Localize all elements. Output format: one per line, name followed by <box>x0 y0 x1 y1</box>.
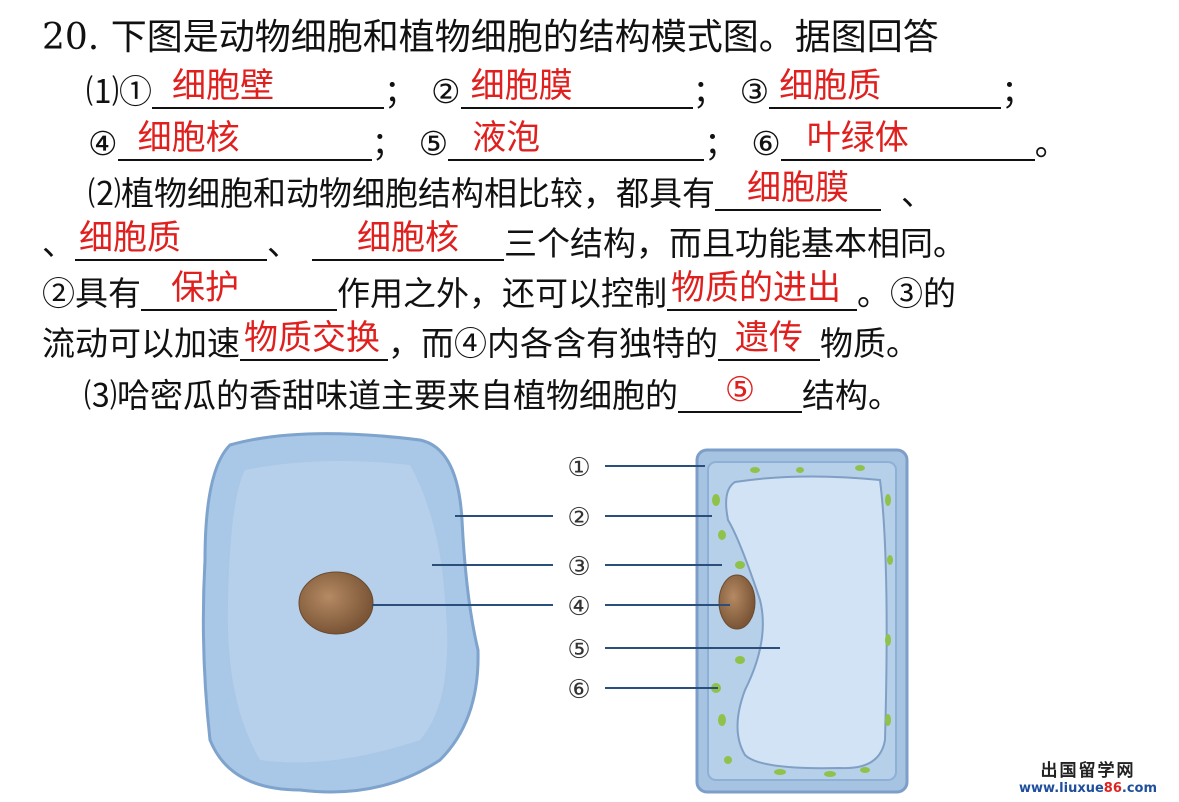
answer-blank: 细胞膜 <box>715 169 881 211</box>
label-num: ③ <box>739 72 770 111</box>
answer-blank: 细胞核 <box>117 119 372 161</box>
answer-blank: 保护 <box>141 269 337 311</box>
part2-row3: ②具有保护 作用之外，还可以控制物质的进出。③的 <box>42 269 956 316</box>
answer-blank: 细胞壁 <box>152 67 384 109</box>
answer-blank: 细胞核 <box>312 219 504 261</box>
static-text: ⑶哈密瓜的香甜味道主要来自植物细胞的 <box>84 376 678 415</box>
answer-text: 细胞质 <box>779 67 882 105</box>
leader-lines <box>372 465 780 689</box>
answer-text: 细胞壁 <box>172 67 274 105</box>
answer-text: 细胞核 <box>137 119 240 157</box>
answer-text: 细胞膜 <box>470 67 573 105</box>
static-text: 。③的 <box>857 274 956 313</box>
answer-blank: 物质交换 <box>240 319 388 361</box>
part3-row: ⑶哈密瓜的香甜味道主要来自植物细胞的 ⑤ 结构。 <box>84 371 901 418</box>
diagram-label-6: ⑥ <box>567 675 590 705</box>
part2-row2: 、细胞质、细胞核三个结构，而且功能基本相同。 <box>42 219 966 266</box>
answer-blank: 叶绿体 <box>780 119 1035 161</box>
static-text: 结构。 <box>802 376 901 415</box>
answer-blank: ⑤ <box>678 371 802 413</box>
label-num: ② <box>431 72 461 111</box>
label-num: ① <box>119 72 152 111</box>
static-text: 作用之外，还可以控制 <box>337 274 667 313</box>
label-num: ④ <box>88 124 118 163</box>
chloroplasts <box>711 465 893 777</box>
answer-text: 遗传 <box>735 319 803 357</box>
question-title: 20. 下图是动物细胞和植物细胞的结构模式图。据图回答 <box>42 17 939 58</box>
separator: 、 <box>901 174 934 213</box>
part1-row2: ④ 细胞核 ； ⑤ 液泡 ； ⑥ 叶绿体 。 <box>88 119 1068 166</box>
plant-nucleus <box>718 574 756 630</box>
watermark-title: 出国留学网 <box>1040 761 1136 781</box>
watermark: 出国留学网 www.liuxue86.com <box>1019 756 1157 796</box>
answer-text: 物质的进出 <box>671 269 841 307</box>
diagram-label-2: ② <box>567 503 590 533</box>
diagram-label-5: ⑤ <box>567 635 590 665</box>
answer-blank: 细胞质 <box>769 67 1002 109</box>
part1-prefix: ⑴ <box>86 72 119 111</box>
label-num: ⑥ <box>751 124 781 163</box>
answer-text: 物质交换 <box>244 319 380 357</box>
part2-row1: ⑵植物细胞和动物细胞结构相比较，都具有细胞膜 、 <box>88 169 934 216</box>
answer-blank: 细胞质 <box>75 219 267 261</box>
separator: 、 <box>42 224 75 263</box>
separator: ； <box>692 72 726 111</box>
diagram-label-4: ④ <box>567 592 590 622</box>
static-text: ⑵植物细胞和动物细胞结构相比较，都具有 <box>88 174 715 213</box>
answer-text: 叶绿体 <box>806 119 909 157</box>
answer-blank: 遗传 <box>718 319 820 361</box>
static-text: 三个结构，而且功能基本相同。 <box>504 224 966 263</box>
static-text: ②具有 <box>42 274 141 313</box>
answer-text: 细胞核 <box>357 219 459 257</box>
separator: 。 <box>1034 124 1068 163</box>
separator: ； <box>371 124 405 163</box>
plant-vacuole <box>725 475 888 770</box>
url-part: .com <box>1121 781 1157 796</box>
watermark-url: www.liuxue86.com <box>1019 781 1157 796</box>
separator: 、 <box>267 224 300 263</box>
answer-text: 细胞质 <box>79 219 181 257</box>
static-text: 物质。 <box>820 324 919 363</box>
answer-blank: 物质的进出 <box>667 269 857 311</box>
answer-blank: 细胞膜 <box>460 67 693 109</box>
static-text: ，而④内各含有独特的 <box>388 324 718 363</box>
diagram-label-3: ③ <box>567 552 590 582</box>
answer-text: 保护 <box>171 269 239 307</box>
part2-row4: 流动可以加速物质交换，而④内各含有独特的遗传物质。 <box>42 319 919 366</box>
label-num: ⑤ <box>418 124 449 163</box>
answer-text: ⑤ <box>724 371 756 409</box>
answer-text: 细胞膜 <box>747 169 849 207</box>
answer-blank: 液泡 <box>448 119 705 161</box>
static-text: 流动可以加速 <box>42 324 240 363</box>
animal-nucleus <box>298 571 374 635</box>
separator: ； <box>384 72 417 111</box>
separator: ； <box>704 124 738 163</box>
url-part: www.liuxue <box>1019 781 1104 796</box>
answer-text: 液泡 <box>472 119 541 157</box>
url-part: 86 <box>1103 781 1122 796</box>
diagram-label-1: ① <box>567 453 590 483</box>
separator: ； <box>1001 72 1035 111</box>
